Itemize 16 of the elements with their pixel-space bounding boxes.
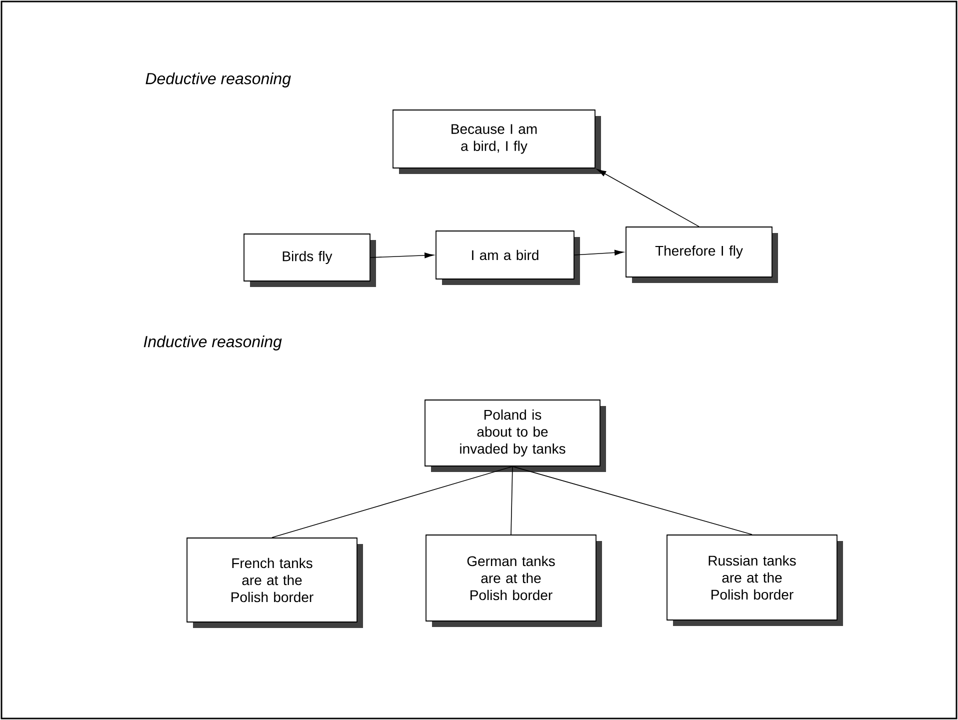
section-heading: Deductive reasoning <box>146 72 291 88</box>
connector <box>510 466 513 535</box>
connector <box>512 466 752 535</box>
section-heading: Inductive reasoning <box>144 336 282 350</box>
connector <box>370 252 434 258</box>
text-box: I am a bird <box>436 230 580 285</box>
text-box: Poland is about to be invaded by tanks <box>424 400 606 472</box>
text-box: Because I am a bird, I fly <box>392 110 601 174</box>
text-box: Russian tanks are at the Polish border <box>666 534 844 626</box>
text-box: Birds fly <box>244 234 376 287</box>
connector <box>574 250 624 256</box>
text-box: Therefore I fly <box>626 226 778 283</box>
text-box: French tanks are at the Polish border <box>186 538 363 628</box>
text-box: German tanks are at the Polish border <box>426 534 602 627</box>
connector <box>597 169 700 227</box>
connector <box>272 466 513 538</box>
